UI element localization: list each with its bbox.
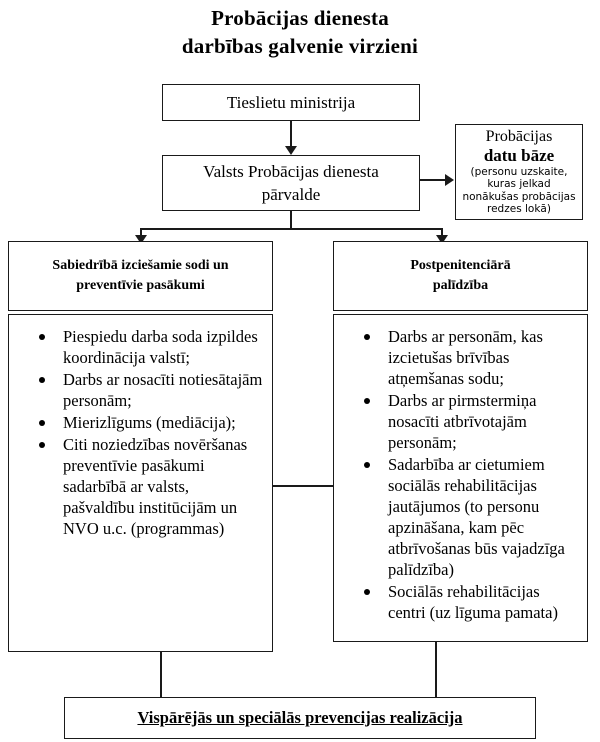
node-database-line-2: datu bāze <box>483 146 555 165</box>
node-right-header-line-2: palīdzība <box>432 278 489 293</box>
list-item: Sociālās rehabilitācijas centri (uz līgu… <box>362 581 579 623</box>
left-bullet-list: Piespiedu darba soda izpildes koordināci… <box>9 315 272 539</box>
node-left-header-line-1: Sabiedrībā izciešamie sodi un <box>52 258 229 273</box>
node-ministry-label: Tieslietu ministrija <box>226 92 356 112</box>
list-item: Sadarbība ar cietumiem sociālās rehabili… <box>362 454 579 580</box>
list-item: Mierizlīgums (mediācija); <box>37 412 264 433</box>
node-administration-line-2: pārvalde <box>261 185 321 204</box>
page-title: Probācijas dienesta darbības galvenie vi… <box>0 4 600 60</box>
page-title-line-2: darbības galvenie virzieni <box>181 34 419 58</box>
connector-left-list-to-right-list <box>272 485 334 487</box>
node-left-list: Piespiedu darba soda izpildes koordināci… <box>8 314 273 652</box>
connector-branch-bar <box>140 228 442 230</box>
node-administration: Valsts Probācijas dienesta pārvalde <box>162 155 420 211</box>
connector-branch-right <box>441 228 443 237</box>
node-bottom-label: Vispārējās un speciālās prevencijas real… <box>137 708 463 727</box>
node-left-header-line-2: preventīvie pasākumi <box>76 278 205 293</box>
list-item: Darbs ar personām, kas izcietušas brīvīb… <box>362 326 579 389</box>
node-left-header: Sabiedrībā izciešamie sodi un preventīvi… <box>8 241 273 311</box>
node-right-list: Darbs ar personām, kas izcietušas brīvīb… <box>333 314 588 642</box>
node-right-header-line-1: Postpenitenciārā <box>410 258 511 273</box>
node-bottom: Vispārējās un speciālās prevencijas real… <box>64 697 536 739</box>
list-item: Piespiedu darba soda izpildes koordināci… <box>37 326 264 368</box>
connector-branch-left <box>140 228 142 237</box>
node-right-header: Postpenitenciārā palīdzība <box>333 241 588 311</box>
connector-administration-stem <box>290 211 292 229</box>
list-item: Citi noziedzības novēršanas preventīvie … <box>37 434 264 539</box>
list-item: Darbs ar nosacīti notiesātajām personām; <box>37 369 264 411</box>
node-database-note: (personu uzskaite, kuras jelkad nonākuša… <box>462 166 576 216</box>
node-database-line-1: Probācijas <box>485 128 553 145</box>
connector-left-list-to-bottom <box>160 652 162 699</box>
page-title-line-1: Probācijas dienesta <box>211 6 389 30</box>
connector-right-list-to-bottom <box>435 642 437 699</box>
connector-administration-to-database <box>420 179 448 181</box>
right-bullet-list: Darbs ar personām, kas izcietušas brīvīb… <box>334 315 587 623</box>
arrowhead-right-branch <box>436 235 448 244</box>
arrowhead-left-branch <box>135 235 147 244</box>
list-item: Darbs ar pirmstermiņa nosacīti atbrīvota… <box>362 390 579 453</box>
arrowhead-administration <box>285 146 297 155</box>
node-ministry: Tieslietu ministrija <box>162 84 420 121</box>
node-administration-line-1: Valsts Probācijas dienesta <box>203 162 379 181</box>
connector-ministry-to-administration <box>290 121 292 147</box>
arrowhead-database <box>445 174 454 186</box>
node-database: Probācijas datu bāze (personu uzskaite, … <box>455 124 583 220</box>
